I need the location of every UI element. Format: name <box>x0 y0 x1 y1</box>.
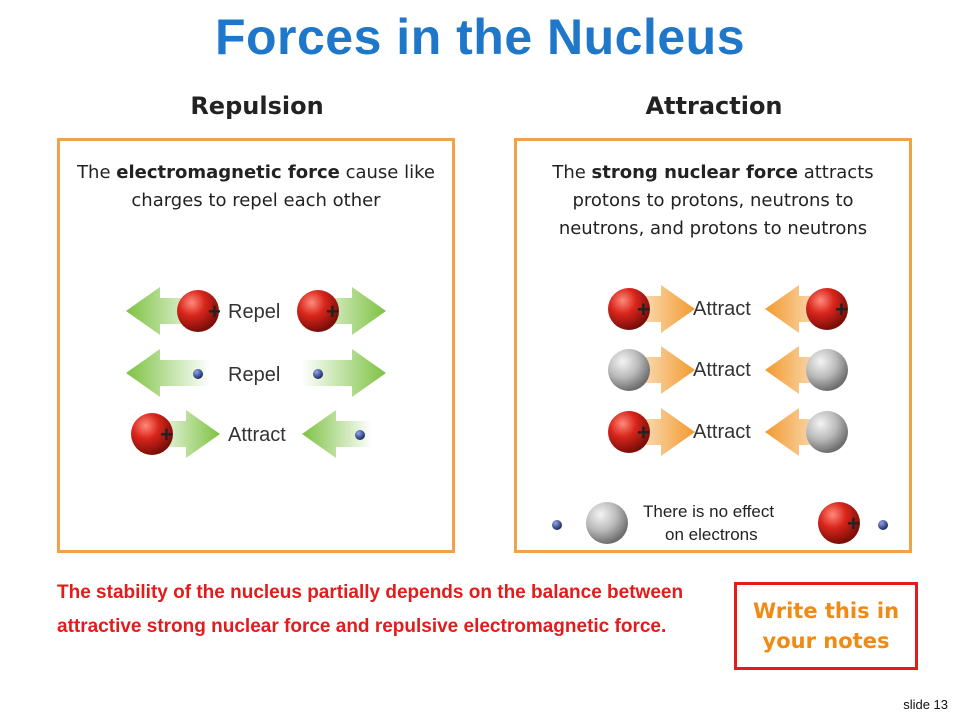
svg-text:+: + <box>208 299 221 324</box>
svg-text:+: + <box>847 511 860 536</box>
attraction-panel: The strong nuclear force attracts proton… <box>514 138 912 553</box>
no-effect-line-2: on electrons <box>665 525 758 544</box>
electron-right <box>313 369 323 379</box>
repulsion-diagram: + Repel + Repel + Attract <box>126 287 386 458</box>
proton-left <box>177 290 219 332</box>
attract-label-3: Attract <box>693 421 751 443</box>
attraction-heading: Attraction <box>645 92 783 120</box>
attract-row: + Attract <box>131 410 372 458</box>
svg-text:+: + <box>637 297 650 322</box>
electromagnetic-force-term: electromagnetic force <box>116 162 340 183</box>
attract-row-1: + Attract + <box>608 285 848 333</box>
proton-left <box>608 288 650 330</box>
attract-row-2: Attract <box>608 346 848 394</box>
repel-label-2: Repel <box>228 364 280 386</box>
proton <box>608 411 650 453</box>
svg-text:+: + <box>160 422 173 447</box>
electron <box>355 430 365 440</box>
attraction-diagram: + Attract + Attract + Attract Th <box>552 285 888 544</box>
svg-text:+: + <box>326 299 339 324</box>
svg-text:+: + <box>637 420 650 445</box>
proton-right <box>297 290 339 332</box>
stability-statement: The stability of the nucleus partially d… <box>57 582 684 637</box>
green-arrow-left <box>302 410 372 458</box>
slide-number: slide 13 <box>903 697 948 712</box>
slide-title: Forces in the Nucleus <box>214 9 746 65</box>
proton-right <box>806 288 848 330</box>
no-effect-row: There is no effect on electrons + <box>552 502 888 544</box>
repel-row-2: Repel <box>126 349 386 397</box>
green-arrow-left <box>126 349 210 397</box>
repel-label-1: Repel <box>228 301 280 323</box>
electron-right <box>878 520 888 530</box>
electron-left <box>552 520 562 530</box>
strong-nuclear-force-term: strong nuclear force <box>591 162 798 183</box>
attraction-description: The strong nuclear force attracts proton… <box>552 162 874 239</box>
attract-label-2: Attract <box>693 359 751 381</box>
green-arrow-right <box>302 349 386 397</box>
repulsion-panel: The electromagnetic force cause like cha… <box>57 138 455 553</box>
write-notes-box: Write this in your notes <box>734 582 918 670</box>
neutron-left <box>608 349 650 391</box>
electron-left <box>193 369 203 379</box>
no-effect-line-1: There is no effect <box>643 502 774 521</box>
neutron-right <box>806 349 848 391</box>
attract-row-3: + Attract <box>608 408 848 456</box>
repulsion-heading: Repulsion <box>190 92 324 120</box>
attract-label-1: Attract <box>693 298 751 320</box>
proton <box>818 502 860 544</box>
neutron <box>806 411 848 453</box>
repel-row-1: + Repel + <box>126 287 386 335</box>
attract-label: Attract <box>228 424 286 446</box>
svg-text:+: + <box>835 297 848 322</box>
repulsion-description: The electromagnetic force cause like cha… <box>77 162 435 211</box>
neutron <box>586 502 628 544</box>
proton <box>131 413 173 455</box>
